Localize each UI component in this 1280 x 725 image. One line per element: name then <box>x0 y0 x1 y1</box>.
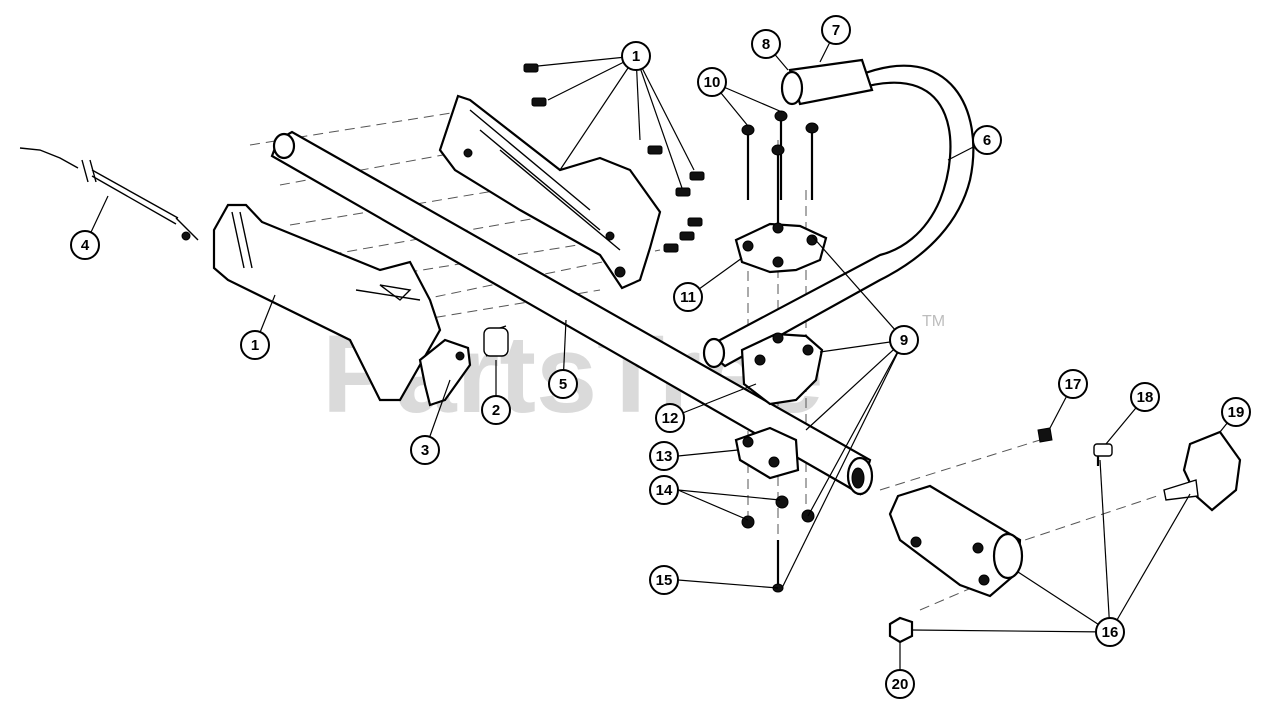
callout-label: 16 <box>1102 624 1119 641</box>
callout-label: 10 <box>704 74 721 91</box>
callout-5: 5 <box>548 369 578 399</box>
callout-label: 8 <box>762 36 770 53</box>
callout-label: 13 <box>656 448 673 465</box>
callout-17: 17 <box>1058 369 1088 399</box>
middle-clamp <box>740 332 824 406</box>
callout-7: 7 <box>821 15 851 45</box>
callout-label: 1 <box>632 48 640 65</box>
callout-label: 3 <box>421 442 429 459</box>
callout-10: 10 <box>697 67 727 97</box>
watermark-trademark: TM <box>922 313 945 330</box>
callout-20: 20 <box>885 669 915 699</box>
callout-label: 6 <box>983 132 991 149</box>
callout-16: 16 <box>1095 617 1125 647</box>
callout-4: 4 <box>70 230 100 260</box>
callout-12: 12 <box>655 403 685 433</box>
lower-clamp <box>734 426 800 480</box>
callout-label: 4 <box>81 237 90 254</box>
callout-label: 2 <box>492 402 500 419</box>
callout-label: 19 <box>1228 404 1245 421</box>
callout-label: 1 <box>251 337 259 354</box>
callout-8: 8 <box>751 29 781 59</box>
upper-clamp <box>734 222 828 274</box>
callout-18: 18 <box>1130 382 1160 412</box>
throttle-cable <box>19 147 199 241</box>
housing-cover <box>438 94 662 290</box>
callout-label: 14 <box>656 482 673 499</box>
callout-15: 15 <box>649 565 679 595</box>
callout-2: 2 <box>481 395 511 425</box>
drive-shaft-tube <box>270 130 874 496</box>
callout-3: 3 <box>410 435 440 465</box>
callout-label: 17 <box>1065 376 1082 393</box>
callout-label: 20 <box>892 676 909 693</box>
callout-1-housing: 1 <box>240 330 270 360</box>
callout-label: 5 <box>559 376 567 393</box>
callout-14: 14 <box>649 475 679 505</box>
clamp-bolts <box>741 110 819 240</box>
callout-label: 18 <box>1137 389 1154 406</box>
callout-label: 7 <box>832 22 840 39</box>
throttle-trigger <box>418 338 472 407</box>
callout-13: 13 <box>649 441 679 471</box>
callout-1-top: 1 <box>621 41 651 71</box>
callout-label: 11 <box>680 289 696 306</box>
trigger-spring <box>483 325 509 357</box>
callout-9: 9 <box>889 325 919 355</box>
callout-label: 9 <box>900 332 908 349</box>
callout-6: 6 <box>972 125 1002 155</box>
loop-handle <box>702 58 975 369</box>
shaft-coupler <box>888 484 1024 598</box>
callout-19: 19 <box>1221 397 1251 427</box>
callout-label: 12 <box>662 410 679 427</box>
cover-screws <box>523 63 705 253</box>
callout-11: 11 <box>673 282 703 312</box>
callout-label: 15 <box>656 572 673 589</box>
